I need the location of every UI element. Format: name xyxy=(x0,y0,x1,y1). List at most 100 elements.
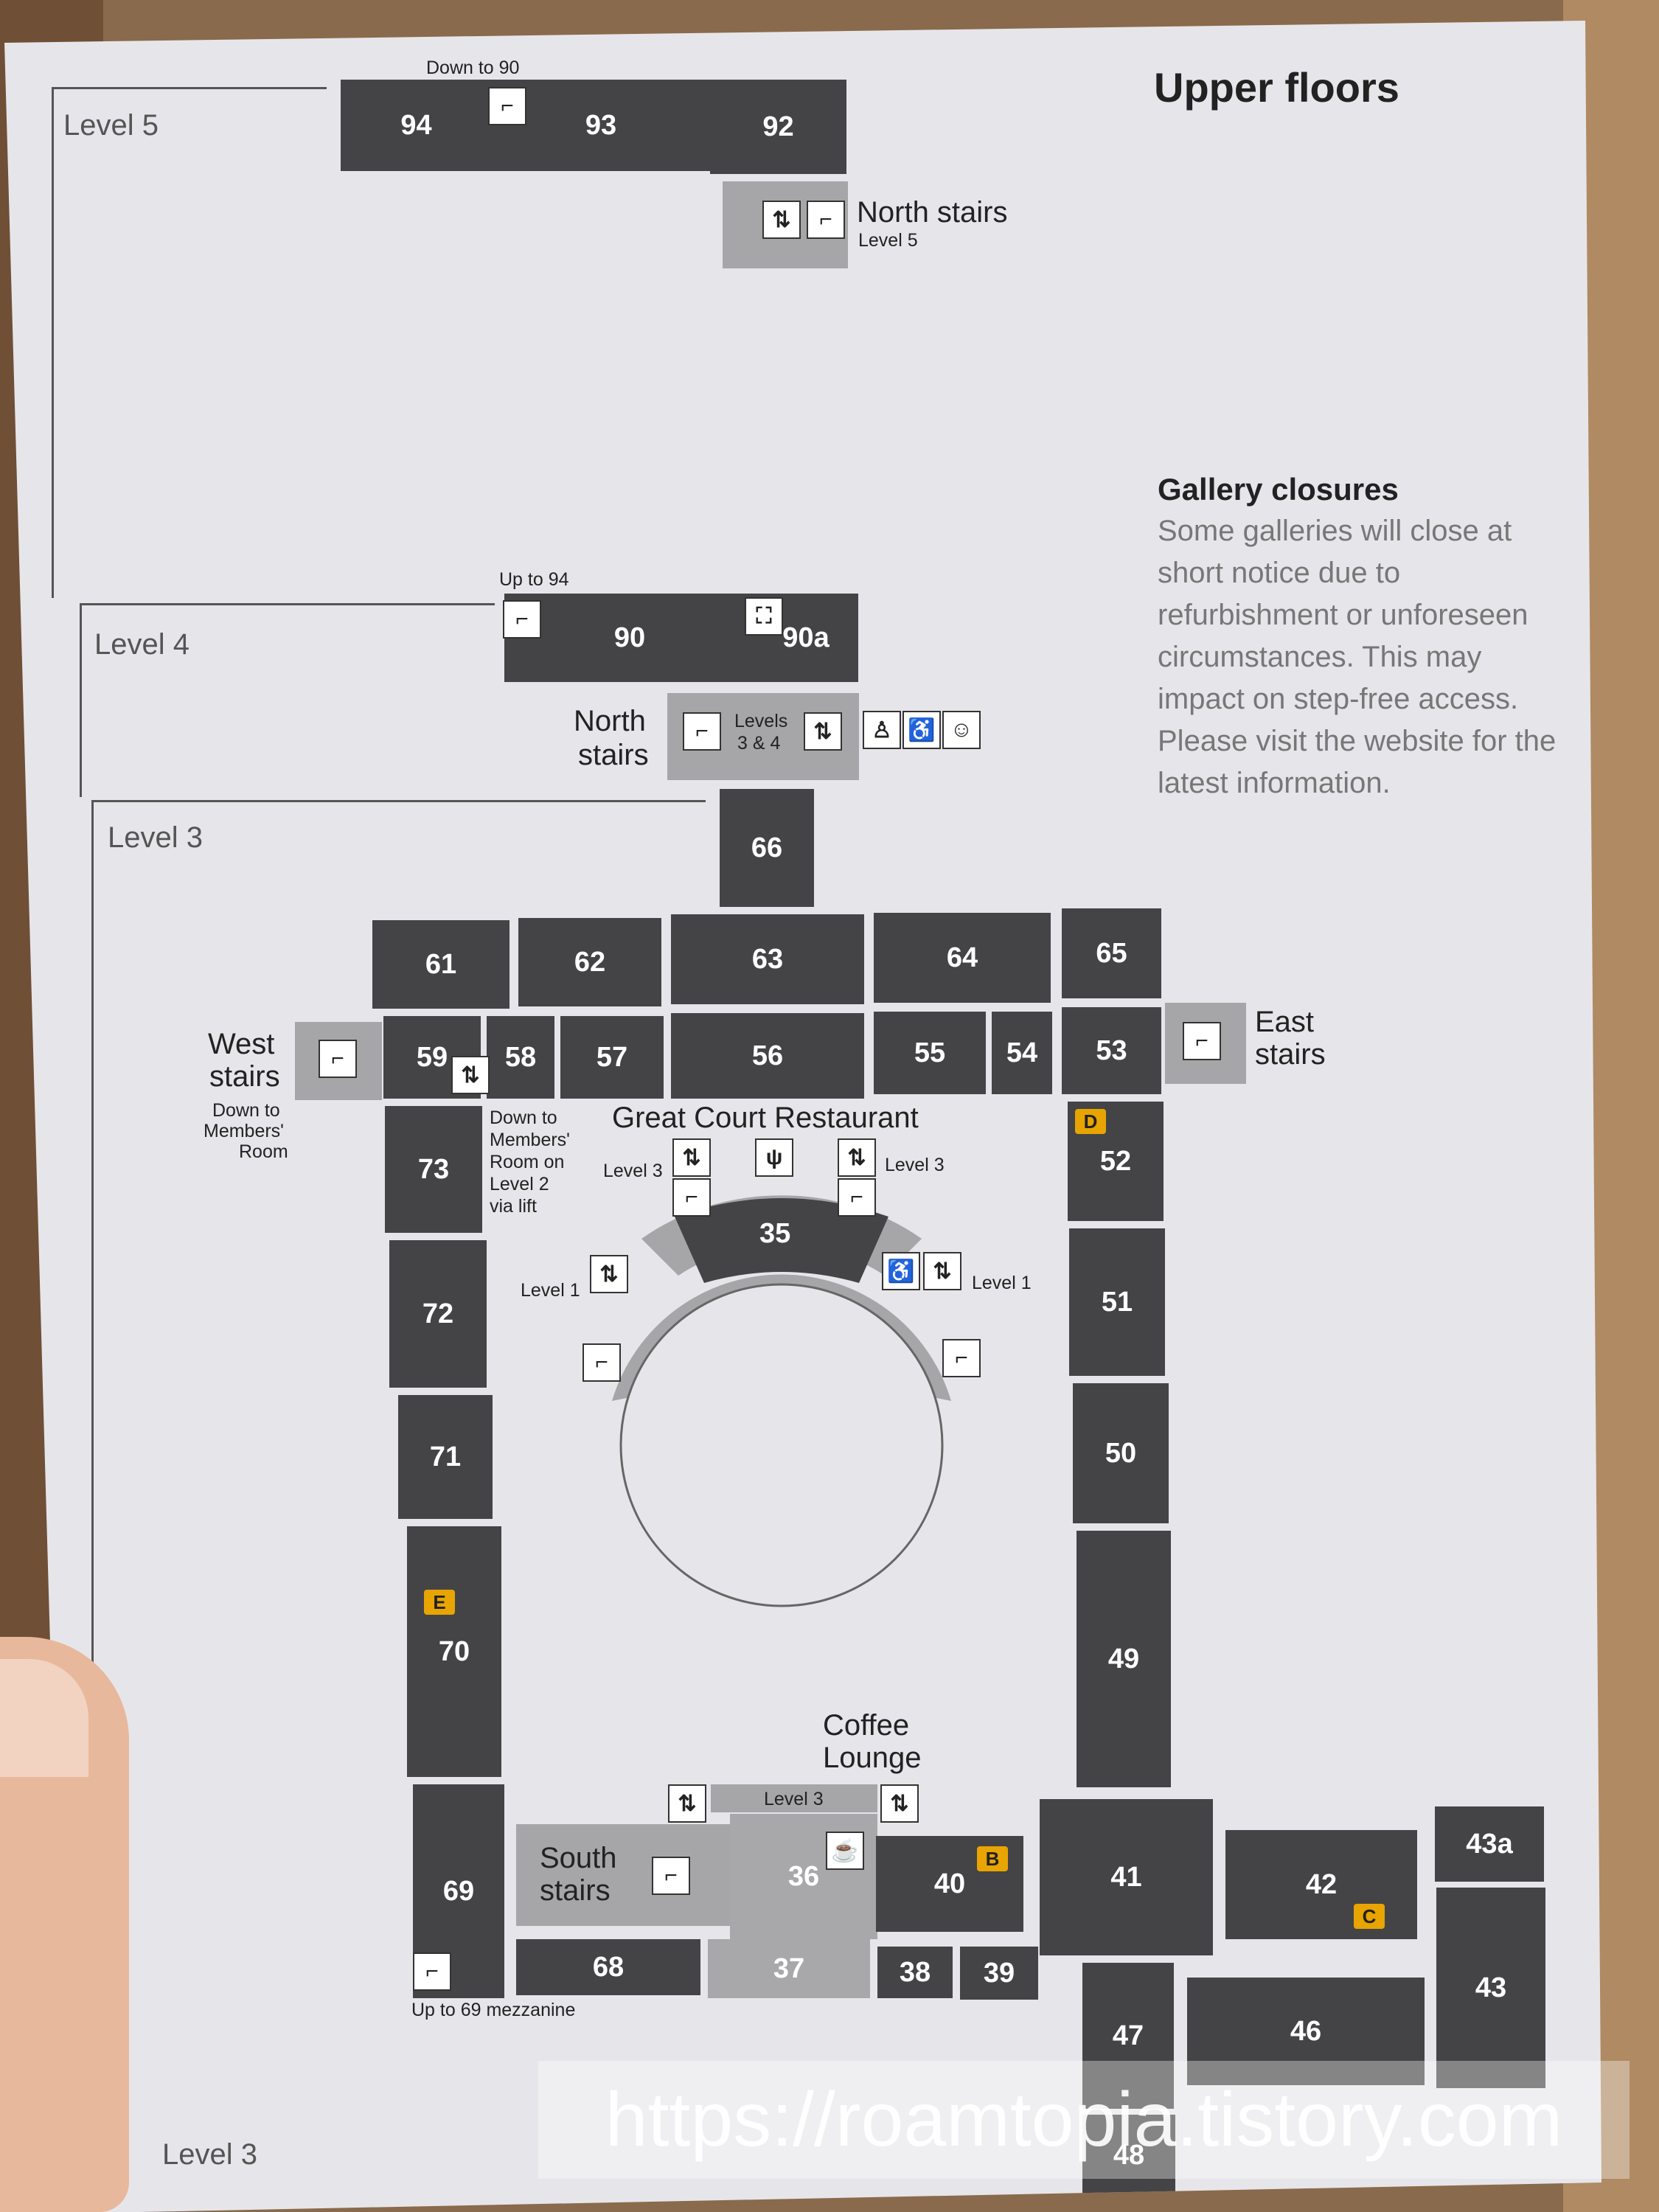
north-stairs-l4-label-line2: stairs xyxy=(578,739,649,771)
coffee-level3-strip xyxy=(711,1784,877,1812)
room-66[interactable]: 66 xyxy=(720,789,814,907)
lift-icon[interactable]: ⇅ xyxy=(451,1056,490,1094)
stairs-icon[interactable]: ⌐ xyxy=(838,1178,876,1217)
room-43[interactable]: 43 xyxy=(1436,1888,1545,2088)
coffee-level3-label: Level 3 xyxy=(764,1789,824,1809)
lift-icon[interactable]: ⇅ xyxy=(672,1138,711,1177)
level-4-bracket xyxy=(80,603,495,797)
room-47[interactable]: 47 xyxy=(1082,1963,1174,2109)
level-3-bracket xyxy=(91,800,706,2188)
restaurant-icon[interactable]: ψ xyxy=(755,1138,793,1177)
room-50-number: 50 xyxy=(1105,1437,1137,1469)
lift-icon[interactable]: ⇅ xyxy=(590,1255,628,1293)
shop-icon[interactable]: ⛶ xyxy=(745,597,783,636)
room-42[interactable]: 42 xyxy=(1225,1830,1417,1939)
gallery-closures-heading: Gallery closures xyxy=(1158,472,1399,507)
up-to-94-label: Up to 94 xyxy=(499,569,569,590)
room-43-number: 43 xyxy=(1475,1972,1507,2003)
great-court-level3-left-label: Level 3 xyxy=(603,1161,663,1181)
great-court-outer-ring xyxy=(612,1274,951,1401)
room-70[interactable]: 70 xyxy=(407,1526,501,1777)
room-73[interactable]: 73 xyxy=(385,1106,482,1233)
room-53[interactable]: 53 xyxy=(1062,1007,1161,1094)
level-4-label: Level 4 xyxy=(94,628,189,661)
stairs-icon[interactable]: ⌐ xyxy=(942,1339,981,1377)
cafe-icon[interactable]: ☕ xyxy=(826,1832,864,1870)
room-70-number: 70 xyxy=(438,1635,470,1667)
stairs-icon[interactable]: ⌐ xyxy=(652,1857,690,1895)
room-56-number: 56 xyxy=(751,1040,784,1071)
stairs-icon[interactable]: ⌐ xyxy=(807,201,845,239)
room-54[interactable]: 54 xyxy=(992,1012,1052,1094)
room-43a[interactable]: 43a xyxy=(1435,1806,1544,1882)
east-stairs-label-line1: East xyxy=(1255,1006,1315,1038)
great-court-level1-right-label: Level 1 xyxy=(972,1273,1032,1293)
room-93-number: 93 xyxy=(585,109,617,141)
room-37[interactable]: 37 xyxy=(708,1939,870,1998)
room-92[interactable]: 92 xyxy=(710,80,846,174)
room-94[interactable]: 94 xyxy=(341,80,492,171)
stairs-icon[interactable]: ⌐ xyxy=(503,600,541,639)
lift-icon[interactable]: ⇅ xyxy=(804,712,842,751)
room-90[interactable]: 90 xyxy=(504,594,755,682)
stairs-icon[interactable]: ⌐ xyxy=(672,1178,711,1217)
levels-3-4-label-line2: 3 & 4 xyxy=(737,733,781,754)
west-down-label-line3: Room xyxy=(239,1141,288,1162)
lift-icon[interactable]: ⇅ xyxy=(838,1138,876,1177)
lift-icon[interactable]: ⇅ xyxy=(668,1784,706,1823)
room-57[interactable]: 57 xyxy=(560,1016,664,1099)
room-39[interactable]: 39 xyxy=(960,1947,1038,2000)
coffee-lounge-label-line2: Lounge xyxy=(823,1742,922,1774)
room-90a-number: 90a xyxy=(782,622,830,653)
room-35-shape xyxy=(675,1198,888,1283)
room-55[interactable]: 55 xyxy=(874,1012,986,1094)
room-36-number: 36 xyxy=(787,1860,820,1892)
room-64-number: 64 xyxy=(946,942,978,973)
room-68[interactable]: 68 xyxy=(516,1939,700,1995)
level-5-label: Level 5 xyxy=(63,109,159,142)
room-50[interactable]: 50 xyxy=(1073,1383,1169,1523)
room-51[interactable]: 51 xyxy=(1069,1228,1165,1376)
stairs-icon[interactable]: ⌐ xyxy=(488,87,526,125)
room-61-number: 61 xyxy=(425,948,457,980)
west-down-label-line2: Members' xyxy=(204,1121,284,1141)
lift-icon[interactable]: ⇅ xyxy=(880,1784,919,1823)
room-41[interactable]: 41 xyxy=(1040,1799,1213,1955)
accessible-icon[interactable]: ♿ xyxy=(902,711,941,749)
stairs-icon[interactable]: ⌐ xyxy=(319,1040,357,1078)
stairs-icon[interactable]: ⌐ xyxy=(1183,1022,1221,1060)
room-72[interactable]: 72 xyxy=(389,1240,487,1388)
members-room-note-line1: Down to xyxy=(490,1107,557,1128)
room-61[interactable]: 61 xyxy=(372,920,509,1009)
room-37-number: 37 xyxy=(773,1952,805,1984)
level-3-bottom-label: Level 3 xyxy=(162,2138,257,2171)
stairs-icon[interactable]: ⌐ xyxy=(413,1952,451,1991)
room-73-number: 73 xyxy=(417,1153,450,1185)
stairs-icon[interactable]: ⌐ xyxy=(582,1343,621,1382)
stairs-icon[interactable]: ⌐ xyxy=(683,712,721,751)
room-63[interactable]: 63 xyxy=(671,914,864,1004)
accessible-icon[interactable]: ♿ xyxy=(882,1252,920,1290)
coffee-lounge-label-line1: Coffee xyxy=(823,1709,910,1742)
room-62[interactable]: 62 xyxy=(518,918,661,1006)
room-38[interactable]: 38 xyxy=(877,1947,953,1998)
room-43a-number: 43a xyxy=(1466,1828,1513,1860)
room-49[interactable]: 49 xyxy=(1077,1531,1171,1787)
badge-b: B xyxy=(977,1846,1008,1871)
room-53-number: 53 xyxy=(1096,1034,1127,1066)
toilet-icon[interactable]: ♙ xyxy=(863,711,901,749)
lift-icon[interactable]: ⇅ xyxy=(923,1252,961,1290)
baby-change-icon[interactable]: ☺ xyxy=(942,711,981,749)
room-40-number: 40 xyxy=(933,1868,966,1899)
room-64[interactable]: 64 xyxy=(874,913,1051,1003)
room-58[interactable]: 58 xyxy=(487,1016,554,1099)
room-63-number: 63 xyxy=(751,943,784,975)
room-56[interactable]: 56 xyxy=(671,1013,864,1099)
up-to-69-mezzanine-label: Up to 69 mezzanine xyxy=(411,2000,576,2020)
room-71[interactable]: 71 xyxy=(398,1395,493,1519)
west-down-label-line1: Down to xyxy=(212,1100,280,1121)
lift-icon[interactable]: ⇅ xyxy=(762,201,801,239)
room-41-number: 41 xyxy=(1110,1861,1142,1893)
badge-e: E xyxy=(424,1590,455,1615)
room-65[interactable]: 65 xyxy=(1062,908,1161,998)
